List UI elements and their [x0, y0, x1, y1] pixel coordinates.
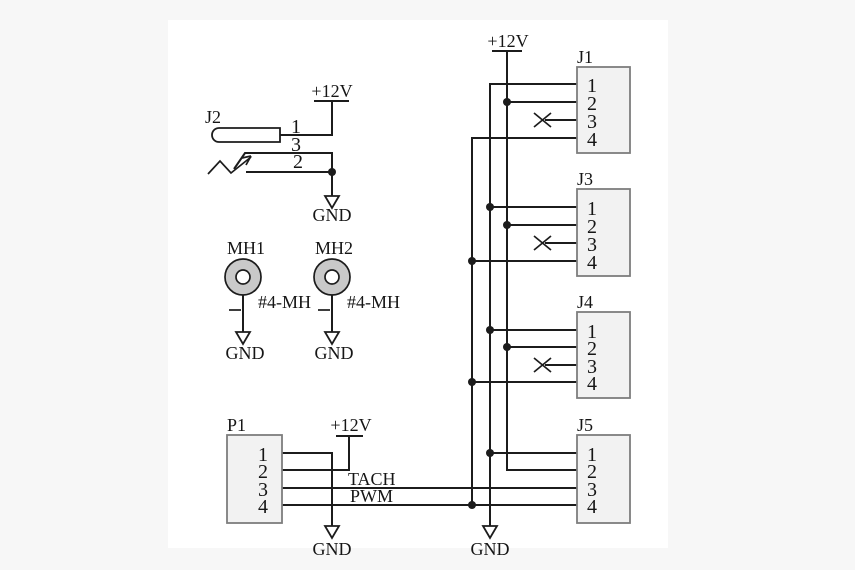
refdes-label: J4: [577, 292, 593, 312]
wire-j2-pin1-12v: [280, 101, 333, 136]
barrel-jack-j2: J2 +12V 1 3 2 GND: [205, 81, 353, 225]
refdes-label: J2: [205, 107, 221, 127]
pin-number: 1: [258, 444, 268, 466]
pin-number: 4: [258, 496, 268, 518]
wire-p1-pin2-12v: [282, 436, 350, 471]
refdes-label: J5: [577, 415, 593, 435]
connector-j5: J5 1 2 3 4: [490, 415, 631, 524]
pin-number: 4: [587, 373, 597, 395]
connector-p1: GND +12V P1 1 2 3 4: [226, 415, 372, 559]
pin-number: 1: [587, 444, 597, 466]
pin-number: 1: [587, 198, 597, 220]
refdes-label: P1: [227, 415, 246, 435]
ground-arrow-icon: [323, 331, 341, 346]
power-rail-12v: +12V: [487, 31, 577, 471]
mounting-hole-mh1: MH1 GND #4-MH: [224, 238, 311, 363]
junction-dot: [486, 326, 494, 334]
pin-number: 4: [587, 252, 597, 274]
ground-label: GND: [471, 539, 510, 559]
wire-12v-bus: [506, 51, 577, 471]
connector-j4: J4 1 2 3 4: [472, 292, 631, 399]
ground-arrow-icon: [481, 525, 499, 540]
refdes-label: MH2: [315, 238, 353, 258]
connector-j1: J1 1 2 3 4: [507, 47, 631, 154]
refdes-label: J1: [577, 47, 593, 67]
hole-size-label: #4-MH: [347, 292, 400, 312]
pin-number: 4: [587, 496, 597, 518]
ground-arrow-icon: [323, 195, 341, 210]
no-connect-icon: [533, 357, 552, 373]
pin-number: 3: [291, 134, 301, 156]
connector-j3: J3 1 2 3 4: [472, 169, 631, 277]
wire-j2-pin3: [233, 152, 333, 172]
pin-number: 2: [587, 338, 597, 360]
mounting-hole-mh2: MH2 GND #4-MH: [313, 238, 400, 363]
junction-dots: [468, 98, 511, 509]
no-connect-icon: [533, 235, 552, 251]
junction-dot: [503, 343, 511, 351]
switch-arrowhead-icon: [241, 155, 252, 166]
connector-body: [576, 66, 631, 154]
connector-body: [576, 434, 631, 524]
junction-dot: [503, 221, 511, 229]
pin-number: 4: [587, 129, 597, 151]
mounting-hole-drill: [235, 269, 251, 285]
pin-number: 1: [587, 75, 597, 97]
ground-label: GND: [313, 205, 352, 225]
pin-number: 2: [587, 461, 597, 483]
pin-number: 3: [587, 234, 597, 256]
wire-p1-pin1-gnd: [282, 452, 333, 526]
connector-body: [576, 311, 631, 399]
switch-contact-icon: [207, 156, 252, 175]
hole-size-label: #4-MH: [258, 292, 311, 312]
pin-number: 2: [293, 151, 303, 173]
pin-number: 2: [258, 461, 268, 483]
junction-dot: [486, 449, 494, 457]
pin-number: 3: [258, 479, 268, 501]
wire-gnd-bus: [489, 83, 577, 526]
junction-dot: [468, 501, 476, 509]
pin-number: 3: [587, 356, 597, 378]
pin-number: 3: [587, 111, 597, 133]
refdes-label: MH1: [227, 238, 265, 258]
ground-arrow-icon: [234, 331, 252, 346]
jack-barrel-icon: [211, 127, 281, 143]
ground-label: GND: [315, 343, 354, 363]
pin-number: 1: [587, 321, 597, 343]
connector-body: [576, 188, 631, 277]
mounting-hole-drill: [324, 269, 340, 285]
ground-label: GND: [226, 343, 265, 363]
no-connect-icon: [533, 112, 552, 128]
ground-label: GND: [313, 539, 352, 559]
tach-label: TACH: [348, 469, 396, 489]
power-label-top: +12V: [487, 31, 528, 51]
connector-body: [226, 434, 283, 524]
pin-number: 2: [587, 93, 597, 115]
junction-dot: [503, 98, 511, 106]
ground-arrow-icon: [323, 525, 341, 540]
pin-number: 3: [587, 479, 597, 501]
pin-number: 1: [291, 116, 301, 138]
junction-dot: [468, 378, 476, 386]
junction-dot: [486, 203, 494, 211]
pin-number: 2: [587, 216, 597, 238]
junction-dot: [468, 257, 476, 265]
ground-bus: GND: [471, 83, 577, 559]
pwm-label: PWM: [350, 486, 393, 506]
power-label: +12V: [311, 81, 352, 101]
refdes-label: J3: [577, 169, 593, 189]
junction-dot: [328, 168, 336, 176]
power-label: +12V: [330, 415, 371, 435]
